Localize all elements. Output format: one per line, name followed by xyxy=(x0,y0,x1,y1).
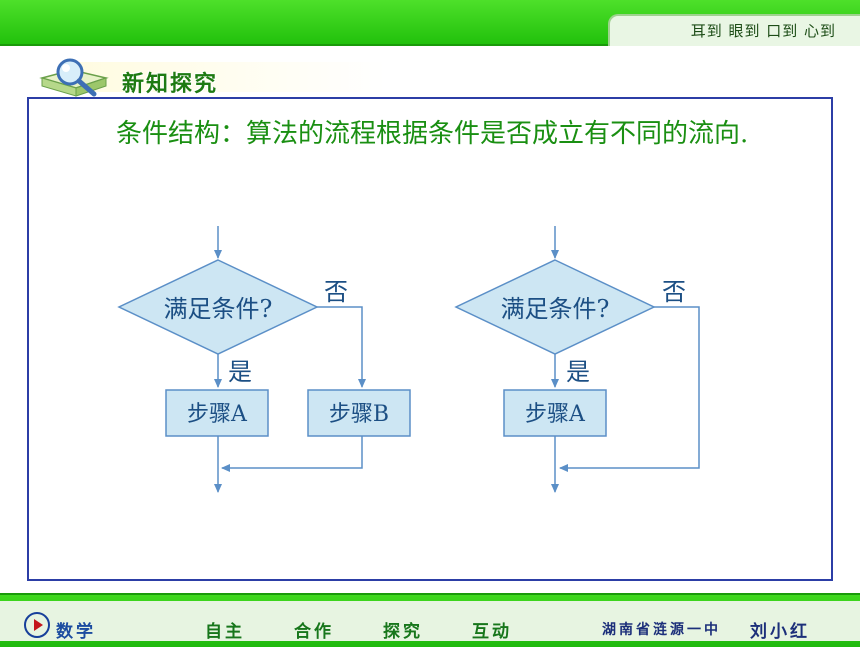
flowchart-right: 满足条件? 否 是 步骤A xyxy=(454,226,700,493)
yes-label: 是 xyxy=(228,358,252,386)
step-a-box xyxy=(165,389,269,437)
step-b-box xyxy=(307,389,411,437)
top-tab xyxy=(608,14,860,46)
step-a-label: 步骤A xyxy=(187,402,248,427)
nav-item-zizhu[interactable]: 自主 xyxy=(205,622,245,642)
subject-label: 数学 xyxy=(56,622,96,642)
no-label: 否 xyxy=(324,278,348,306)
condition-label: 满足条件? xyxy=(164,295,273,323)
condition-label: 满足条件? xyxy=(501,295,610,323)
nav-item-hudong[interactable]: 互动 xyxy=(472,622,512,642)
no-branch-line xyxy=(317,306,366,388)
top-banner: 耳到 眼到 口到 心到 xyxy=(0,0,860,46)
author-label: 刘小红 xyxy=(750,622,810,642)
no-label: 否 xyxy=(662,278,686,306)
no-branch-line xyxy=(559,306,700,472)
flowchart-left: 满足条件? 否 是 步骤A 步骤B xyxy=(117,226,411,493)
step-a-label: 步骤A xyxy=(525,402,586,427)
play-icon[interactable] xyxy=(24,612,50,638)
nav-item-tanjiu[interactable]: 探究 xyxy=(383,622,423,642)
section-title: 新知探究 xyxy=(122,72,219,97)
merge-line xyxy=(221,436,363,472)
yes-label: 是 xyxy=(566,358,590,386)
motto-text: 耳到 眼到 口到 心到 xyxy=(690,22,836,40)
section-header: 新知探究 xyxy=(36,56,466,97)
bottom-banner: 数学 自主 合作 探究 互动 湖南省涟源一中 刘小红 xyxy=(0,593,860,647)
nav-item-hezuo[interactable]: 合作 xyxy=(294,622,334,642)
description-text: 条件结构：算法的流程根据条件是否成立有不同的流向. xyxy=(116,119,749,149)
school-label: 湖南省涟源一中 xyxy=(602,622,721,638)
magnifier-book-icon xyxy=(39,58,109,97)
step-b-label: 步骤B xyxy=(329,402,389,427)
step-a-box xyxy=(503,389,607,437)
